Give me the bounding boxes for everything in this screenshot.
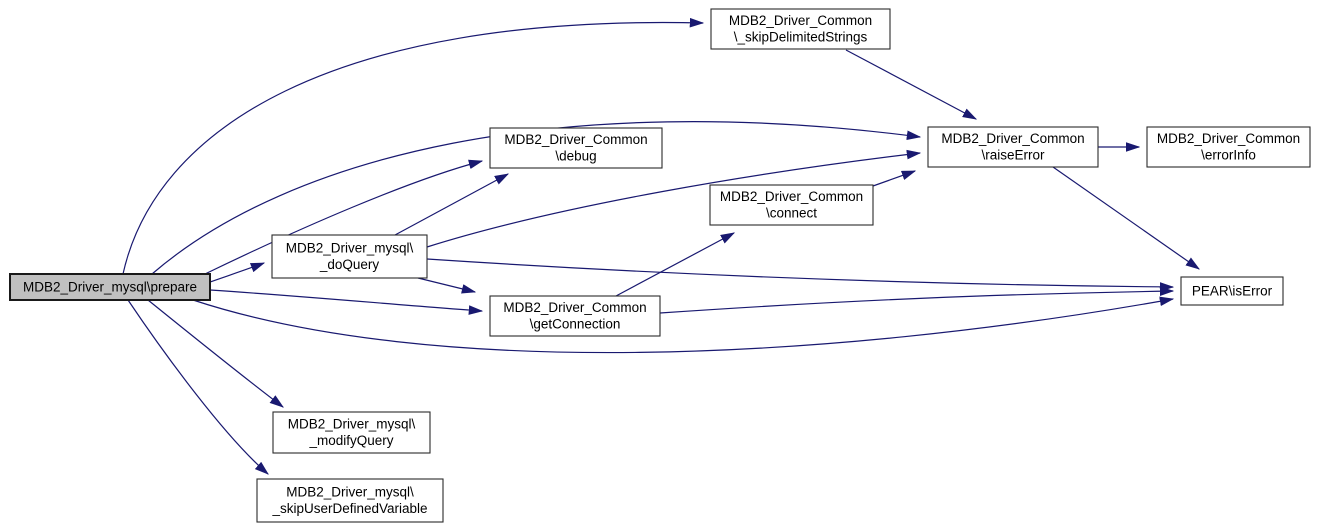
edge-prepare-to-isError: [192, 296, 1175, 354]
node-box-isError[interactable]: [1180, 276, 1284, 306]
node-box-skipUserDefinedVariable[interactable]: [256, 478, 444, 523]
node-box-doQuery[interactable]: [271, 234, 428, 279]
edge-doQuery-to-isError: [426, 258, 1175, 292]
node-modifyQuery: MDB2_Driver_mysql\_modifyQuery: [272, 411, 431, 454]
edge-prepare-to-modifyQuery: [147, 299, 284, 408]
node-box-connect[interactable]: [709, 184, 874, 226]
edge-prepare-to-doQuery: [209, 262, 266, 283]
node-skipUserDefinedVariable: MDB2_Driver_mysql\_skipUserDefinedVariab…: [256, 478, 444, 523]
edge-skipDelimitedStrings-to-raiseError: [845, 49, 978, 120]
edge-doQuery-to-debug: [394, 173, 510, 236]
edge-getConnection-to-connect: [615, 232, 736, 297]
node-skipDelimitedStrings: MDB2_Driver_Common\_skipDelimitedStrings: [710, 8, 891, 50]
edge-doQuery-to-getConnection: [417, 277, 477, 294]
edge-raiseError-to-isError: [1052, 166, 1200, 270]
node-box-errorInfo[interactable]: [1146, 126, 1311, 168]
node-box-debug[interactable]: [489, 127, 663, 169]
edge-connect-to-raiseError: [872, 170, 917, 187]
edge-prepare-to-raiseError: [151, 121, 922, 275]
node-prepare: MDB2_Driver_mysql\prepare: [9, 273, 211, 301]
edge-prepare-to-skipDelimitedStrings: [122, 17, 705, 275]
edge-prepare-to-debug: [204, 159, 484, 275]
node-connect: MDB2_Driver_Common\connect: [709, 184, 874, 226]
node-debug: MDB2_Driver_Common\debug: [489, 127, 663, 169]
edge-getConnection-to-isError: [659, 286, 1175, 314]
node-doQuery: MDB2_Driver_mysql\_doQuery: [271, 234, 428, 279]
node-box-prepare[interactable]: [9, 273, 211, 301]
node-raiseError: MDB2_Driver_Common\raiseError: [927, 126, 1099, 168]
node-errorInfo: MDB2_Driver_Common\errorInfo: [1146, 126, 1311, 168]
node-box-raiseError[interactable]: [927, 126, 1099, 168]
node-box-getConnection[interactable]: [489, 295, 661, 337]
node-box-modifyQuery[interactable]: [272, 411, 431, 454]
edge-prepare-to-skipUserDefinedVariable: [127, 299, 269, 475]
edge-prepare-to-getConnection: [209, 289, 484, 315]
node-getConnection: MDB2_Driver_Common\getConnection: [489, 295, 661, 337]
node-box-skipDelimitedStrings[interactable]: [710, 8, 891, 50]
node-isError: PEAR\isError: [1180, 276, 1284, 306]
edge-doQuery-to-raiseError: [426, 149, 922, 248]
